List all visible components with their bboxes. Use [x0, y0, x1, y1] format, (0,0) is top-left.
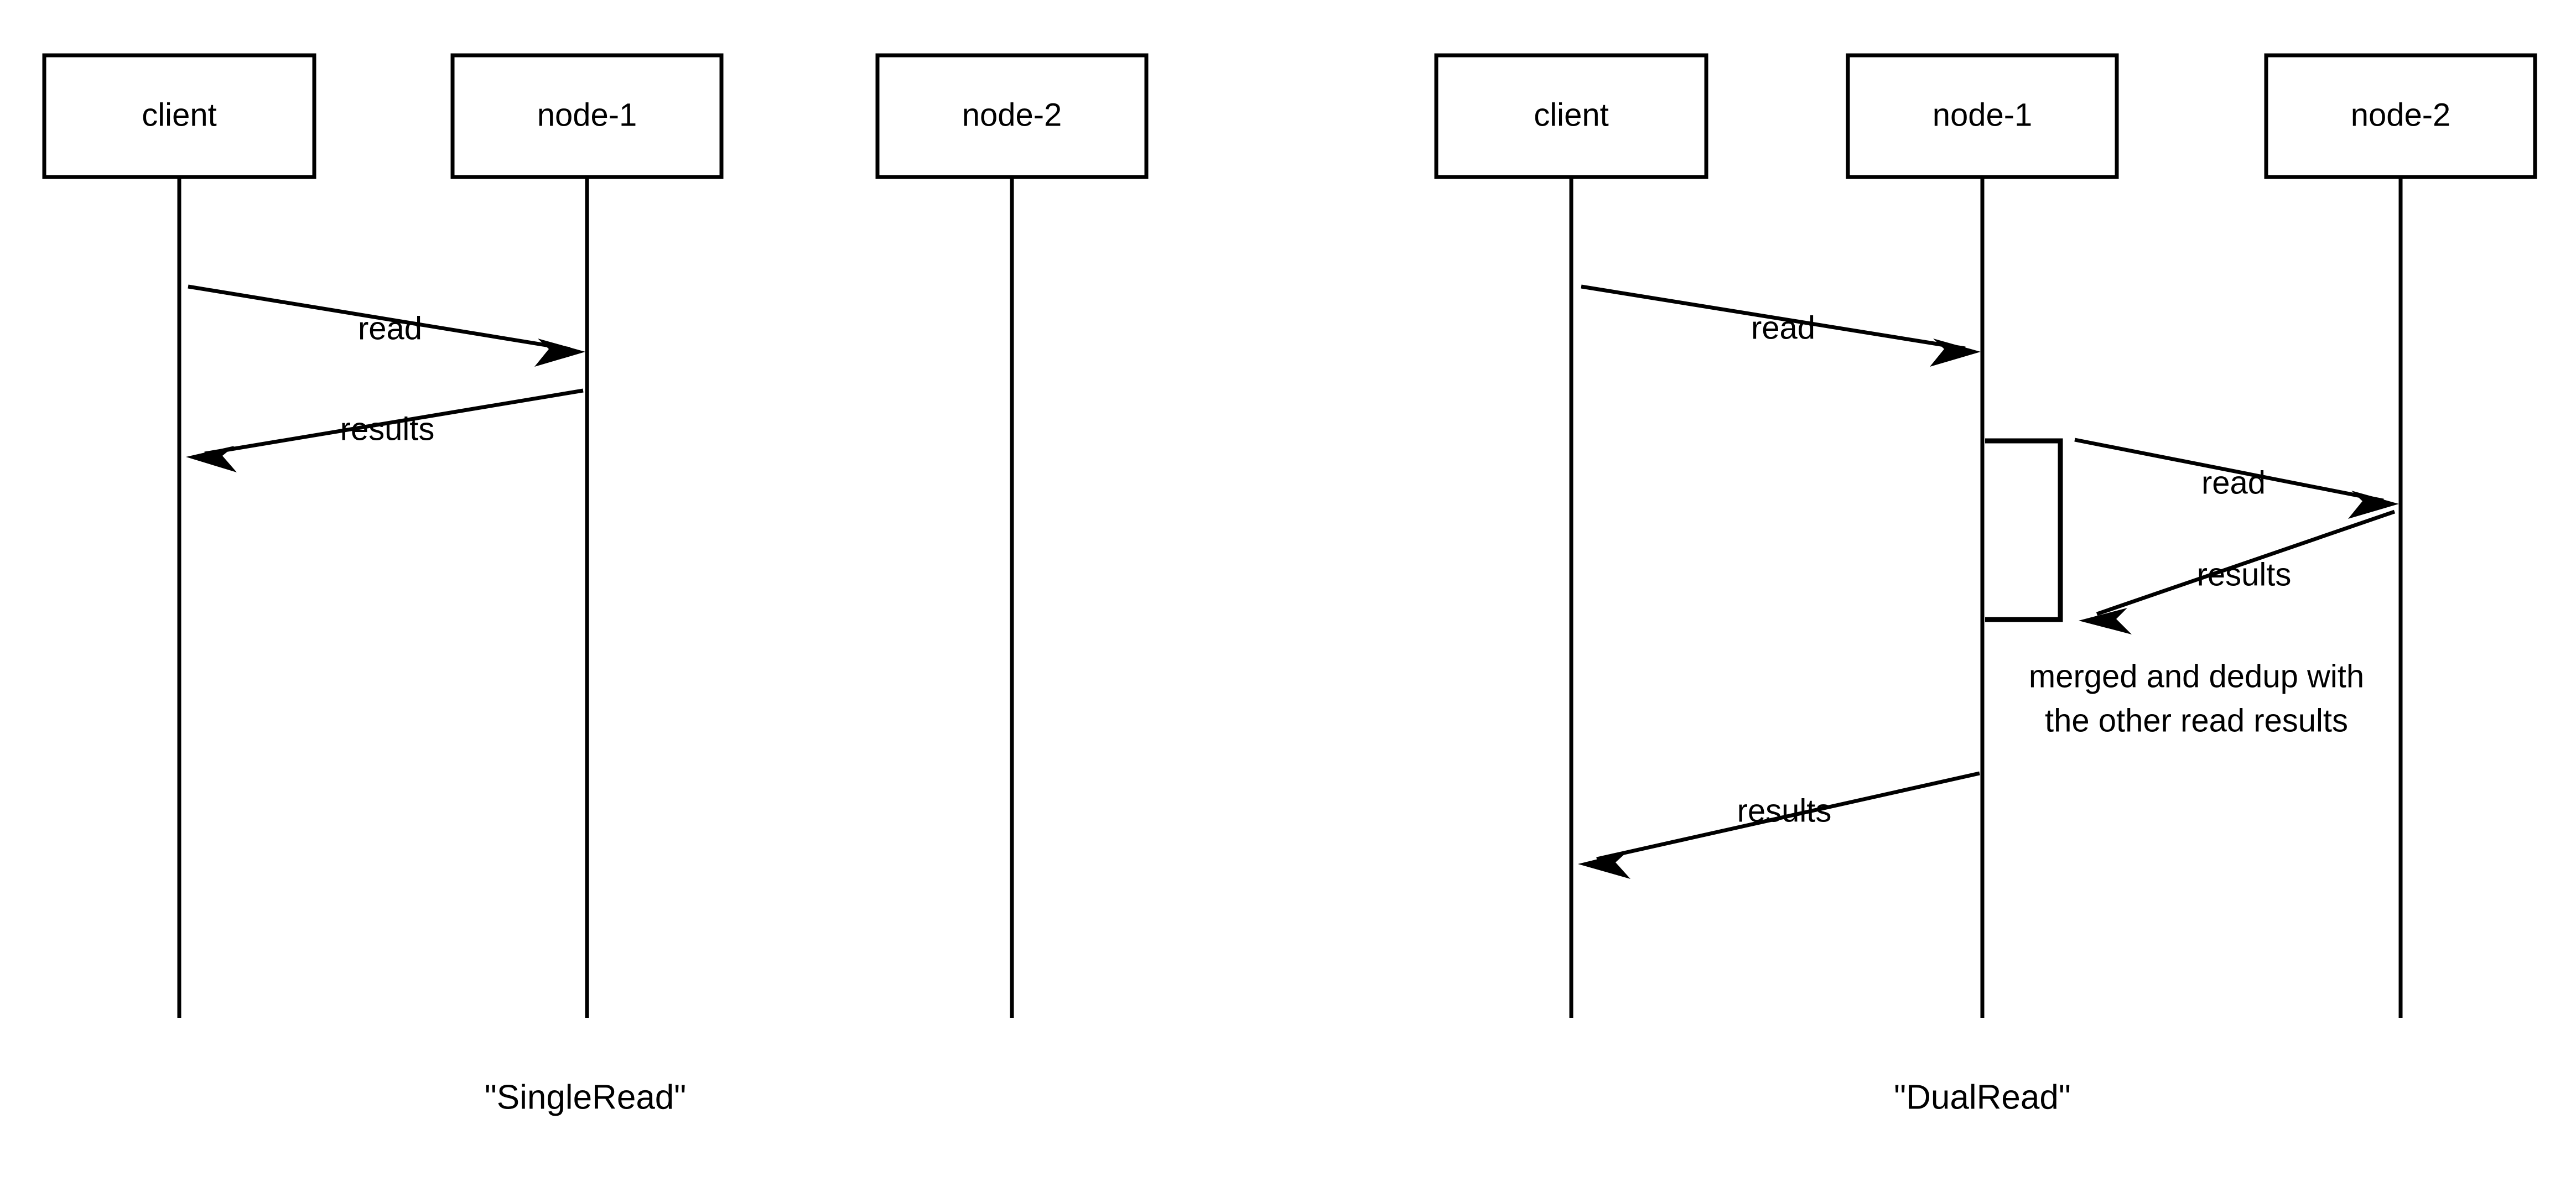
note-line-2: the other read results — [2045, 702, 2348, 738]
message-read-left[interactable]: read — [188, 284, 585, 367]
message-results-left[interactable]: results — [186, 388, 584, 472]
participant-box-client-left[interactable] — [42, 53, 316, 179]
participant-label-node-2-right: node-2 — [2351, 97, 2451, 133]
participant-box-node-1-left[interactable] — [450, 53, 724, 179]
message-line-results-2-right — [1596, 771, 1980, 861]
message-line-results-left — [204, 388, 584, 456]
participant-node-1-right[interactable]: node-1 — [1846, 53, 2119, 1018]
participant-client-left[interactable]: client — [42, 53, 316, 1018]
message-line-results-1-right — [2096, 509, 2396, 616]
note-merged-dedup: merged and dedup with the other read res… — [2029, 658, 2364, 738]
note-line-1: merged and dedup with — [2029, 658, 2364, 694]
participant-box-client-right[interactable] — [1434, 53, 1708, 179]
participant-node-2-right[interactable]: node-2 — [2264, 53, 2537, 1018]
message-label-results-1-right: results — [2197, 556, 2292, 592]
participant-label-client-right: client — [1534, 97, 1608, 133]
message-line-read-left — [188, 284, 570, 351]
message-label-read-2-right: read — [2201, 465, 2266, 501]
diagram-single-read: client node-1 node-2 read — [42, 53, 1149, 1116]
participant-label-node-1-left: node-1 — [537, 97, 637, 133]
message-read-1-right[interactable]: read — [1581, 284, 1981, 367]
arrow-head-results-1-right — [2079, 608, 2132, 634]
participant-node-2-left[interactable]: node-2 — [875, 53, 1149, 1018]
activation-bracket-node-1-right — [1985, 438, 2063, 622]
message-results-2-right[interactable]: results — [1578, 771, 1980, 879]
message-read-2-right[interactable]: read — [2074, 438, 2399, 519]
message-line-read-2-right — [2074, 438, 2384, 503]
message-line-read-1-right — [1581, 284, 1966, 351]
arrow-head-read-1-right — [1930, 339, 1981, 367]
arrow-head-read-left — [534, 339, 585, 367]
participant-label-client-left: client — [142, 97, 216, 133]
message-label-read-left: read — [358, 310, 422, 346]
participant-box-node-2-left[interactable] — [875, 53, 1149, 179]
participant-node-1-left[interactable]: node-1 — [450, 53, 724, 1018]
message-label-results-2-right: results — [1737, 793, 1832, 829]
message-results-1-right[interactable]: results — [2079, 509, 2396, 634]
arrow-head-results-2-right — [1578, 852, 1630, 879]
participant-box-node-2-right[interactable] — [2264, 53, 2537, 179]
participant-client-right[interactable]: client — [1434, 53, 1708, 1018]
message-label-results-left: results — [340, 411, 435, 447]
participant-label-node-1-right: node-1 — [1933, 97, 2033, 133]
diagram-dual-read: client node-1 node-2 read — [1434, 53, 2537, 1116]
participant-label-node-2-left: node-2 — [962, 97, 1062, 133]
arrow-head-results-left — [186, 446, 237, 472]
diagram-caption-single-read: "SingleRead" — [485, 1078, 687, 1116]
message-label-read-1-right: read — [1751, 310, 1815, 346]
participant-box-node-1-right[interactable] — [1846, 53, 2119, 179]
arrow-head-read-2-right — [2348, 491, 2399, 519]
diagram-caption-dual-read: "DualRead" — [1894, 1078, 2071, 1116]
